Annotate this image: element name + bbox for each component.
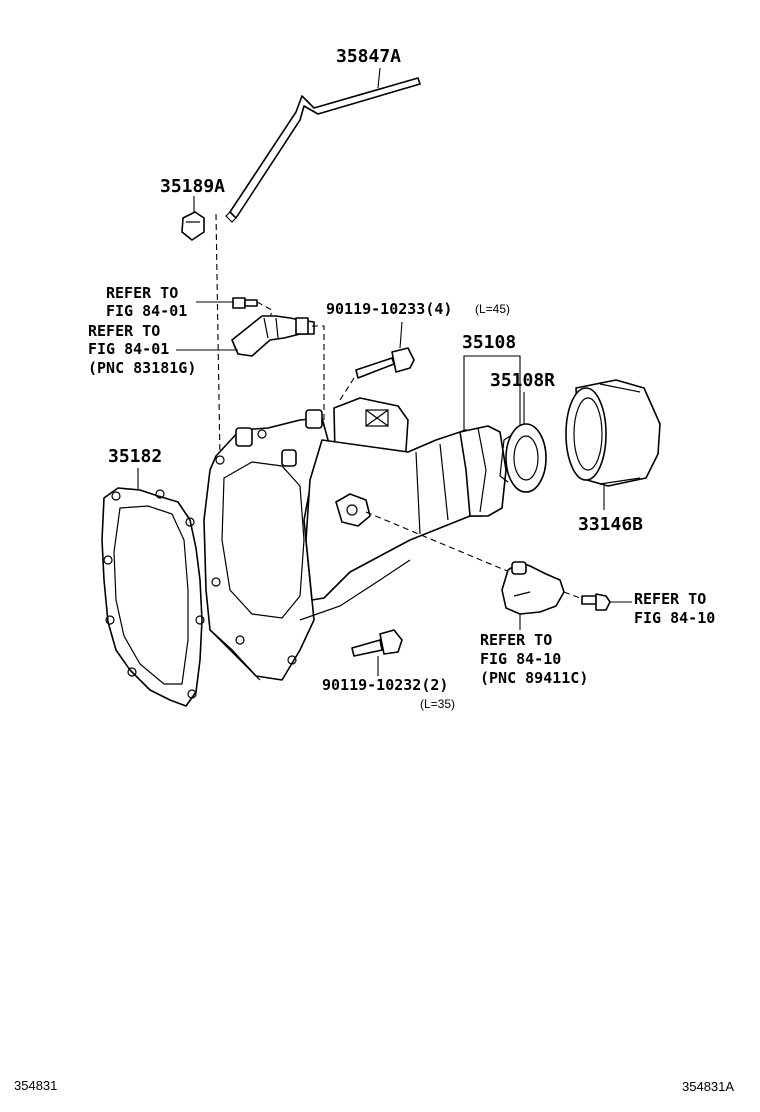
small-bolt: [232, 297, 258, 309]
label-refer-mid-1: REFER TO: [88, 322, 160, 340]
plug-35189A: [181, 211, 205, 241]
extension-housing-35108: [203, 397, 507, 681]
label-refer-mid-3: (PNC 83181G): [88, 359, 196, 377]
label-35108R: 35108R: [490, 370, 555, 391]
label-bolt-bottom-length: (L=35): [420, 697, 455, 711]
bolt-90119-10232: [351, 629, 403, 657]
label-refer-right-2: FIG 84-10: [634, 609, 715, 627]
label-refer-bottom-3: (PNC 89411C): [480, 669, 588, 687]
dash-sensor-bolt: [563, 591, 581, 599]
label-35182: 35182: [108, 446, 162, 467]
bolt-90119-10233: [355, 347, 415, 379]
label-refer-mid-2: FIG 84-01: [88, 340, 169, 358]
vehicle-speed-sensor: [501, 561, 565, 615]
label-35189A: 35189A: [160, 176, 225, 197]
oil-seal-35108R: [499, 423, 547, 493]
dash-plug-to-case: [215, 213, 221, 461]
label-refer-top-2: FIG 84-01: [106, 302, 187, 320]
label-refer-right-1: REFER TO: [634, 590, 706, 608]
leader-35847A: [377, 67, 381, 89]
breather-tube: [225, 77, 421, 223]
leader-bolt-top: [399, 321, 403, 349]
small-bolt-right: [581, 593, 611, 611]
dash-boss-to-sensor: [365, 511, 511, 573]
label-bolt-top-length: (L=45): [475, 302, 510, 316]
dust-deflector-33146B: [565, 379, 661, 487]
label-refer-bottom-1: REFER TO: [480, 631, 552, 649]
footer-left-code: 354831: [14, 1078, 57, 1093]
label-bolt-top: 90119-10233(4): [326, 300, 452, 318]
label-bolt-bottom: 90119-10232(2): [322, 676, 448, 694]
label-35847A: 35847A: [336, 46, 401, 67]
label-refer-top-1: REFER TO: [106, 284, 178, 302]
dash-bolt-top: [339, 377, 355, 401]
speed-sensor: [231, 315, 315, 357]
label-33146B: 33146B: [578, 514, 643, 535]
gasket-35182: [101, 487, 205, 707]
label-refer-bottom-2: FIG 84-10: [480, 650, 561, 668]
leader-35108: [463, 355, 521, 432]
label-35108: 35108: [462, 332, 516, 353]
footer-right-code: 354831A: [682, 1079, 734, 1094]
